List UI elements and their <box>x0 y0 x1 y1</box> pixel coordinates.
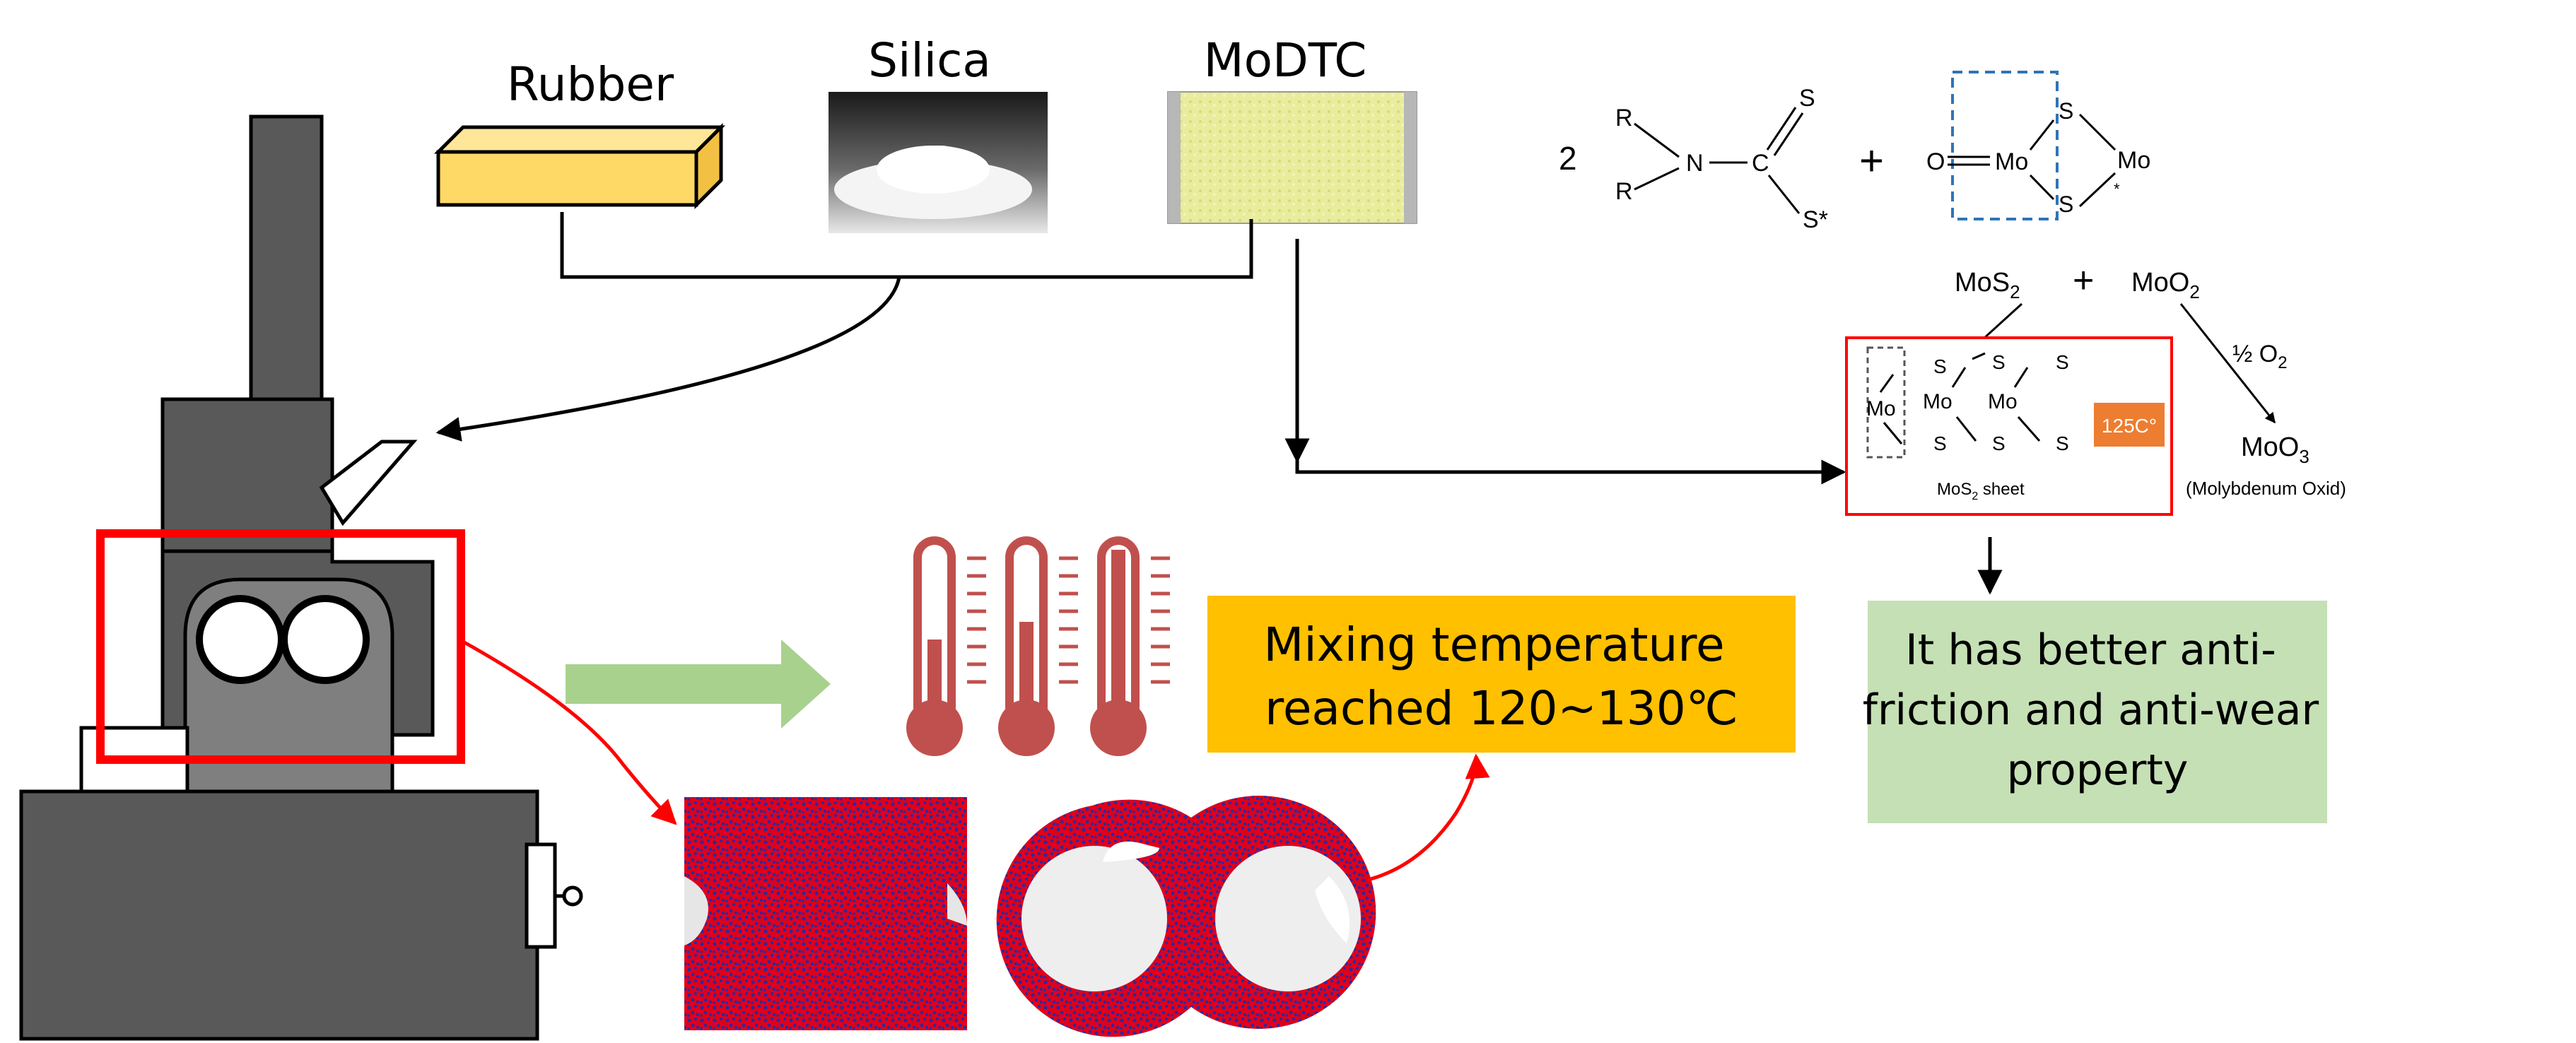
mixing-zone-highlight <box>96 529 465 764</box>
rubber-block-icon <box>433 122 726 210</box>
sulfur-double: S <box>1799 85 1815 112</box>
r-group-bottom: R <box>1615 178 1633 205</box>
plus-sign-2: + <box>2073 260 2094 301</box>
oxygen-atom: O <box>1926 148 1945 175</box>
temperature-badge-text: 125C° <box>2102 415 2157 437</box>
result-text: It has better anti- friction and anti-we… <box>1863 625 2333 795</box>
molybdenum-atom-1: Mo <box>1995 148 2028 175</box>
sulfur-star: S* <box>1803 206 1828 233</box>
feed-arrow-to-sheet <box>1295 239 1846 485</box>
sheet-s-1: S <box>1933 355 1947 377</box>
thermometer-icon <box>1090 536 1170 756</box>
plus-sign-1: + <box>1859 137 1884 184</box>
mixer-feed-chute <box>319 440 418 526</box>
sheet-s-4: S <box>1933 432 1947 454</box>
thermometer-icon <box>998 536 1078 756</box>
thermometer-group <box>906 536 1170 756</box>
rubber-label: Rubber <box>507 57 674 112</box>
mixer-motor-box <box>525 842 557 949</box>
half-oxygen-label: ½ O2 <box>2232 341 2288 372</box>
sheet-s-6: S <box>2056 432 2069 454</box>
mixing-temperature-box: Mixing temperature reached 120~130℃ <box>1207 596 1796 753</box>
sheet-mo-3: Mo <box>1988 390 2018 413</box>
sulfur-bridge-bottom: S <box>2059 191 2073 217</box>
mixer-rotor-left <box>196 595 285 684</box>
red-arrow-mixer-to-simulation <box>462 640 677 825</box>
bond-mo1-s-top <box>2029 119 2055 151</box>
bond-s-bot-mo2 <box>2078 172 2117 208</box>
nitrogen-atom: N <box>1686 150 1704 177</box>
silica-label: Silica <box>868 33 991 88</box>
mos2-product: MoS2 <box>1955 268 2020 302</box>
mos2-unit-dashed-box <box>1866 346 1906 459</box>
moo2-product: MoO2 <box>2131 268 2200 302</box>
mixer-base <box>19 789 539 1041</box>
sheet-mo-2: Mo <box>1923 390 1953 413</box>
bond-c-s-single <box>1767 175 1801 214</box>
sheet-s-5: S <box>1992 432 2006 454</box>
red-arrow-simulation-to-temperature <box>1367 753 1490 882</box>
moo3-name: (Molybdenum Oxid) <box>2186 478 2346 499</box>
bond-c-s-double-b <box>1773 112 1804 156</box>
flow-arrow-icon <box>566 640 831 729</box>
mixer-handle-knob <box>562 885 583 907</box>
modtc-powder-image <box>1167 91 1417 224</box>
modtc-label: MoDTC <box>1204 33 1367 88</box>
simulation-rotor-figure-eight-image <box>996 795 1376 1037</box>
mixer-rotor-right <box>281 595 370 684</box>
materials-bracket <box>560 212 1253 279</box>
mos2-sheet-caption: MoS2 sheet <box>1937 480 2025 502</box>
mos2-sheet-panel: Mo Mo Mo S S S S S S MoS2 sheet 125C° <box>1845 336 2173 516</box>
raw-materials: Rubber Silica MoDTC <box>433 33 1846 485</box>
mixing-temperature-text: Mixing temperature reached 120~130℃ <box>1263 618 1739 736</box>
sulfur-bridge-top: S <box>2059 98 2073 124</box>
moo3-product: MoO3 <box>2241 432 2309 467</box>
reaction-scheme: 2 R R N C S S* + O Mo S S Mo * MoS2 + Mo… <box>1559 71 2346 499</box>
molybdenum-atom-2: Mo <box>2117 147 2150 174</box>
molybdenum-star: * <box>2114 180 2120 198</box>
sheet-mo-1: Mo <box>1866 397 1896 420</box>
sheet-s-3: S <box>2056 351 2069 373</box>
internal-mixer-machine <box>19 114 583 1041</box>
bond-mo1-s-bot <box>2029 174 2055 201</box>
r-group-top: R <box>1615 105 1633 131</box>
feed-arrow-to-mixer <box>435 276 901 442</box>
silica-powder-image <box>829 92 1048 233</box>
bond-r1-n <box>1634 122 1680 158</box>
mixer-chimney <box>249 114 324 401</box>
simulation-chamber-image <box>684 797 967 1030</box>
sheet-bonds <box>1879 352 2041 444</box>
mo-oxo-highlight-box <box>1951 71 2059 220</box>
result-box: It has better anti- friction and anti-we… <box>1863 601 2333 823</box>
temperature-badge <box>2094 403 2165 447</box>
bond-r2-n <box>1634 167 1680 191</box>
bond-c-s-double-a <box>1766 107 1797 151</box>
arrow-moo2-to-moo3 <box>2179 303 2276 424</box>
thermometer-icon <box>906 536 986 756</box>
bond-s-top-mo2 <box>2078 113 2117 151</box>
sheet-s-2: S <box>1992 351 2006 373</box>
carbon-atom: C <box>1752 150 1769 177</box>
reaction-coefficient: 2 <box>1559 140 1577 177</box>
